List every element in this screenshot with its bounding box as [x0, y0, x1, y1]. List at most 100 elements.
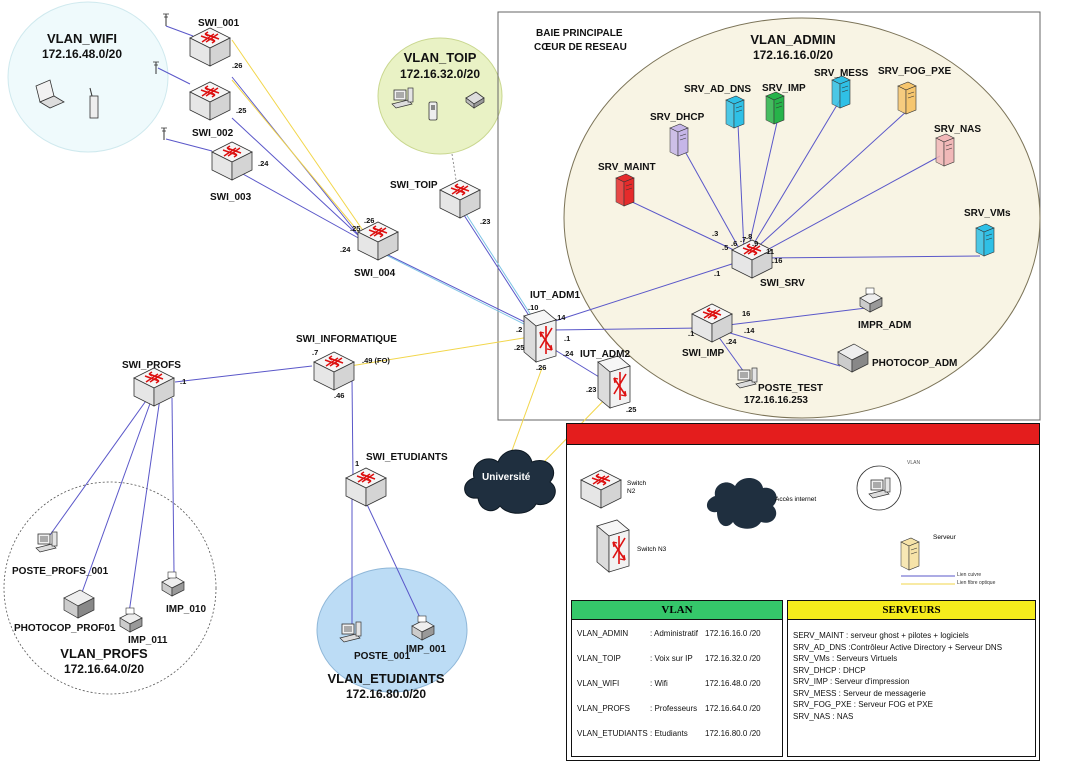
- server-icon[interactable]: [975, 223, 995, 257]
- server-description-row: SRV_VMs : Serveurs Virtuels: [793, 654, 898, 663]
- port-label: 1: [355, 459, 359, 468]
- legend-server-icon: [900, 537, 920, 571]
- port-label: .7: [740, 235, 746, 244]
- switch-swi-profs-label: SWI_PROFS: [122, 360, 181, 371]
- srv-nas-label: SRV_NAS: [934, 124, 981, 135]
- vlan-cell-use: : Wifi: [650, 679, 668, 688]
- servers-table: SERVEURS SERV_MAINT : serveur ghost + pi…: [787, 600, 1036, 757]
- vlan-cell-name: VLAN_WIFI: [577, 679, 620, 688]
- imp-010-label: IMP_010: [166, 604, 206, 615]
- switch-swi-004-label: SWI_004: [354, 268, 396, 279]
- legend-header-bar: [567, 424, 1039, 445]
- vlan-admin-zone: [563, 17, 1041, 419]
- legend-fiber-label: Lien fibre optique: [957, 580, 996, 586]
- switch-iut-adm2-label: IUT_ADM2: [580, 349, 630, 360]
- vlan-cell-name: VLAN_ETUDIANTS: [577, 729, 648, 738]
- port-label: .46: [334, 391, 344, 400]
- port-label: .5: [722, 243, 728, 252]
- legend-icons: [580, 465, 955, 585]
- srv-maint-label: SRV_MAINT: [598, 162, 656, 173]
- imp-001-label: IMP_001: [406, 644, 446, 655]
- port-label: .26: [232, 61, 242, 70]
- poste-profs-001-label: POSTE_PROFS_001: [12, 566, 109, 577]
- legend-switch-n3-label: Switch N3: [637, 546, 667, 553]
- server-icon[interactable]: [897, 81, 917, 115]
- switch-swi-srv-label: SWI_SRV: [760, 278, 805, 289]
- srv-dhcp-label: SRV_DHCP: [650, 112, 705, 123]
- legend-copper-label: Lien cuivre: [957, 572, 982, 578]
- vlan-etudiants-title: VLAN_ETUDIANTS: [327, 671, 444, 686]
- switch-swi-004[interactable]: [357, 221, 399, 261]
- port-label: .3: [712, 229, 718, 238]
- port-label: .25: [626, 405, 636, 414]
- switch-swi-etudiants-label: SWI_ETUDIANTS: [366, 452, 448, 463]
- vlan-table-row: VLAN_WIFI : Wifi 172.16.48.0 /20: [572, 670, 782, 695]
- switch-iut-adm1-label: IUT_ADM1: [530, 290, 580, 301]
- poste-test-label: POSTE_TEST: [758, 383, 823, 394]
- vlan-cell-name: VLAN_TOIP: [577, 654, 621, 663]
- port-label: .10: [528, 303, 538, 312]
- vlan-cell-use: : Administratif: [650, 629, 699, 638]
- photocop-adm-label: PHOTOCOP_ADM: [872, 358, 957, 369]
- server-icon[interactable]: [615, 173, 635, 207]
- legend-internet-label: Accès internet: [775, 496, 817, 503]
- vlan-admin-subnet: 172.16.16.0/20: [753, 48, 833, 62]
- port-label: .14: [744, 326, 755, 335]
- switch-swi-informatique[interactable]: [313, 351, 355, 391]
- port-label: .25: [236, 106, 246, 115]
- baie-line1: BAIE PRINCIPALE: [536, 28, 623, 39]
- port-label: .11: [764, 247, 774, 256]
- vlan-cell-use: : Professeurs: [650, 704, 698, 713]
- server-icon[interactable]: [765, 91, 785, 125]
- laptop-icon: [35, 79, 65, 109]
- server-icon[interactable]: [935, 133, 955, 167]
- server-description-row: SRV_DHCP : DHCP: [793, 665, 866, 675]
- vlan-profs-title: VLAN_PROFS: [60, 646, 148, 661]
- server-icon[interactable]: [831, 75, 851, 109]
- port-label: 16: [742, 309, 750, 318]
- fiber-links: [231, 39, 613, 467]
- baie-line2: CŒUR DE RESEAU: [534, 42, 627, 53]
- photocop-prof01-label: PHOTOCOP_PROF01: [14, 623, 116, 634]
- switch-iut-adm1[interactable]: [523, 309, 557, 363]
- vlan-profs-subnet: 172.16.64.0/20: [64, 662, 144, 676]
- vlan-wifi-zone: [7, 1, 169, 153]
- srv-mess-label: SRV_MESS: [814, 68, 869, 79]
- port-label: .24: [563, 349, 574, 358]
- port-label: .23: [586, 385, 596, 394]
- switch-swi-toip[interactable]: [439, 179, 481, 219]
- access-point-icon: [89, 87, 99, 119]
- vlan-toip-subnet: 172.16.32.0/20: [400, 67, 480, 81]
- vlan-cell-use: : Voix sur IP: [650, 654, 693, 663]
- legend-vlan-icon: [856, 465, 902, 511]
- port-label: .24: [258, 159, 269, 168]
- port-label: .49 (FO): [362, 356, 390, 365]
- vlan-cell-net: 172.16.48.0 /20: [705, 679, 761, 688]
- switch-iut-adm2[interactable]: [597, 355, 631, 409]
- port-label: .23: [480, 217, 490, 226]
- antenna-icon: [160, 127, 168, 141]
- poste-test-ip: 172.16.16.253: [744, 395, 808, 406]
- port-label: .1: [688, 329, 694, 338]
- vlan-cell-net: 172.16.16.0 /20: [705, 629, 761, 638]
- legend-panel: Switch N2 Switch N3 Accès internet VLAN …: [566, 423, 1040, 761]
- switch-swi-profs[interactable]: [133, 367, 175, 407]
- switch-swi-002[interactable]: [189, 81, 231, 121]
- internet-cloud-icon[interactable]: [464, 449, 556, 514]
- port-label: .1: [564, 334, 570, 343]
- port-label: .6: [731, 239, 737, 248]
- legend-switch-n3-icon: [596, 519, 630, 573]
- toip-dashed-link: [451, 153, 457, 181]
- switch-swi-001[interactable]: [189, 27, 231, 67]
- server-icon[interactable]: [725, 95, 745, 129]
- vlan-etudiants-subnet: 172.16.80.0/20: [346, 687, 426, 701]
- port-label: .26: [364, 216, 374, 225]
- server-icon[interactable]: [669, 123, 689, 157]
- servers-table-body: SERV_MAINT : serveur ghost + pilotes + l…: [788, 620, 1035, 722]
- switch-swi-003[interactable]: [211, 141, 253, 181]
